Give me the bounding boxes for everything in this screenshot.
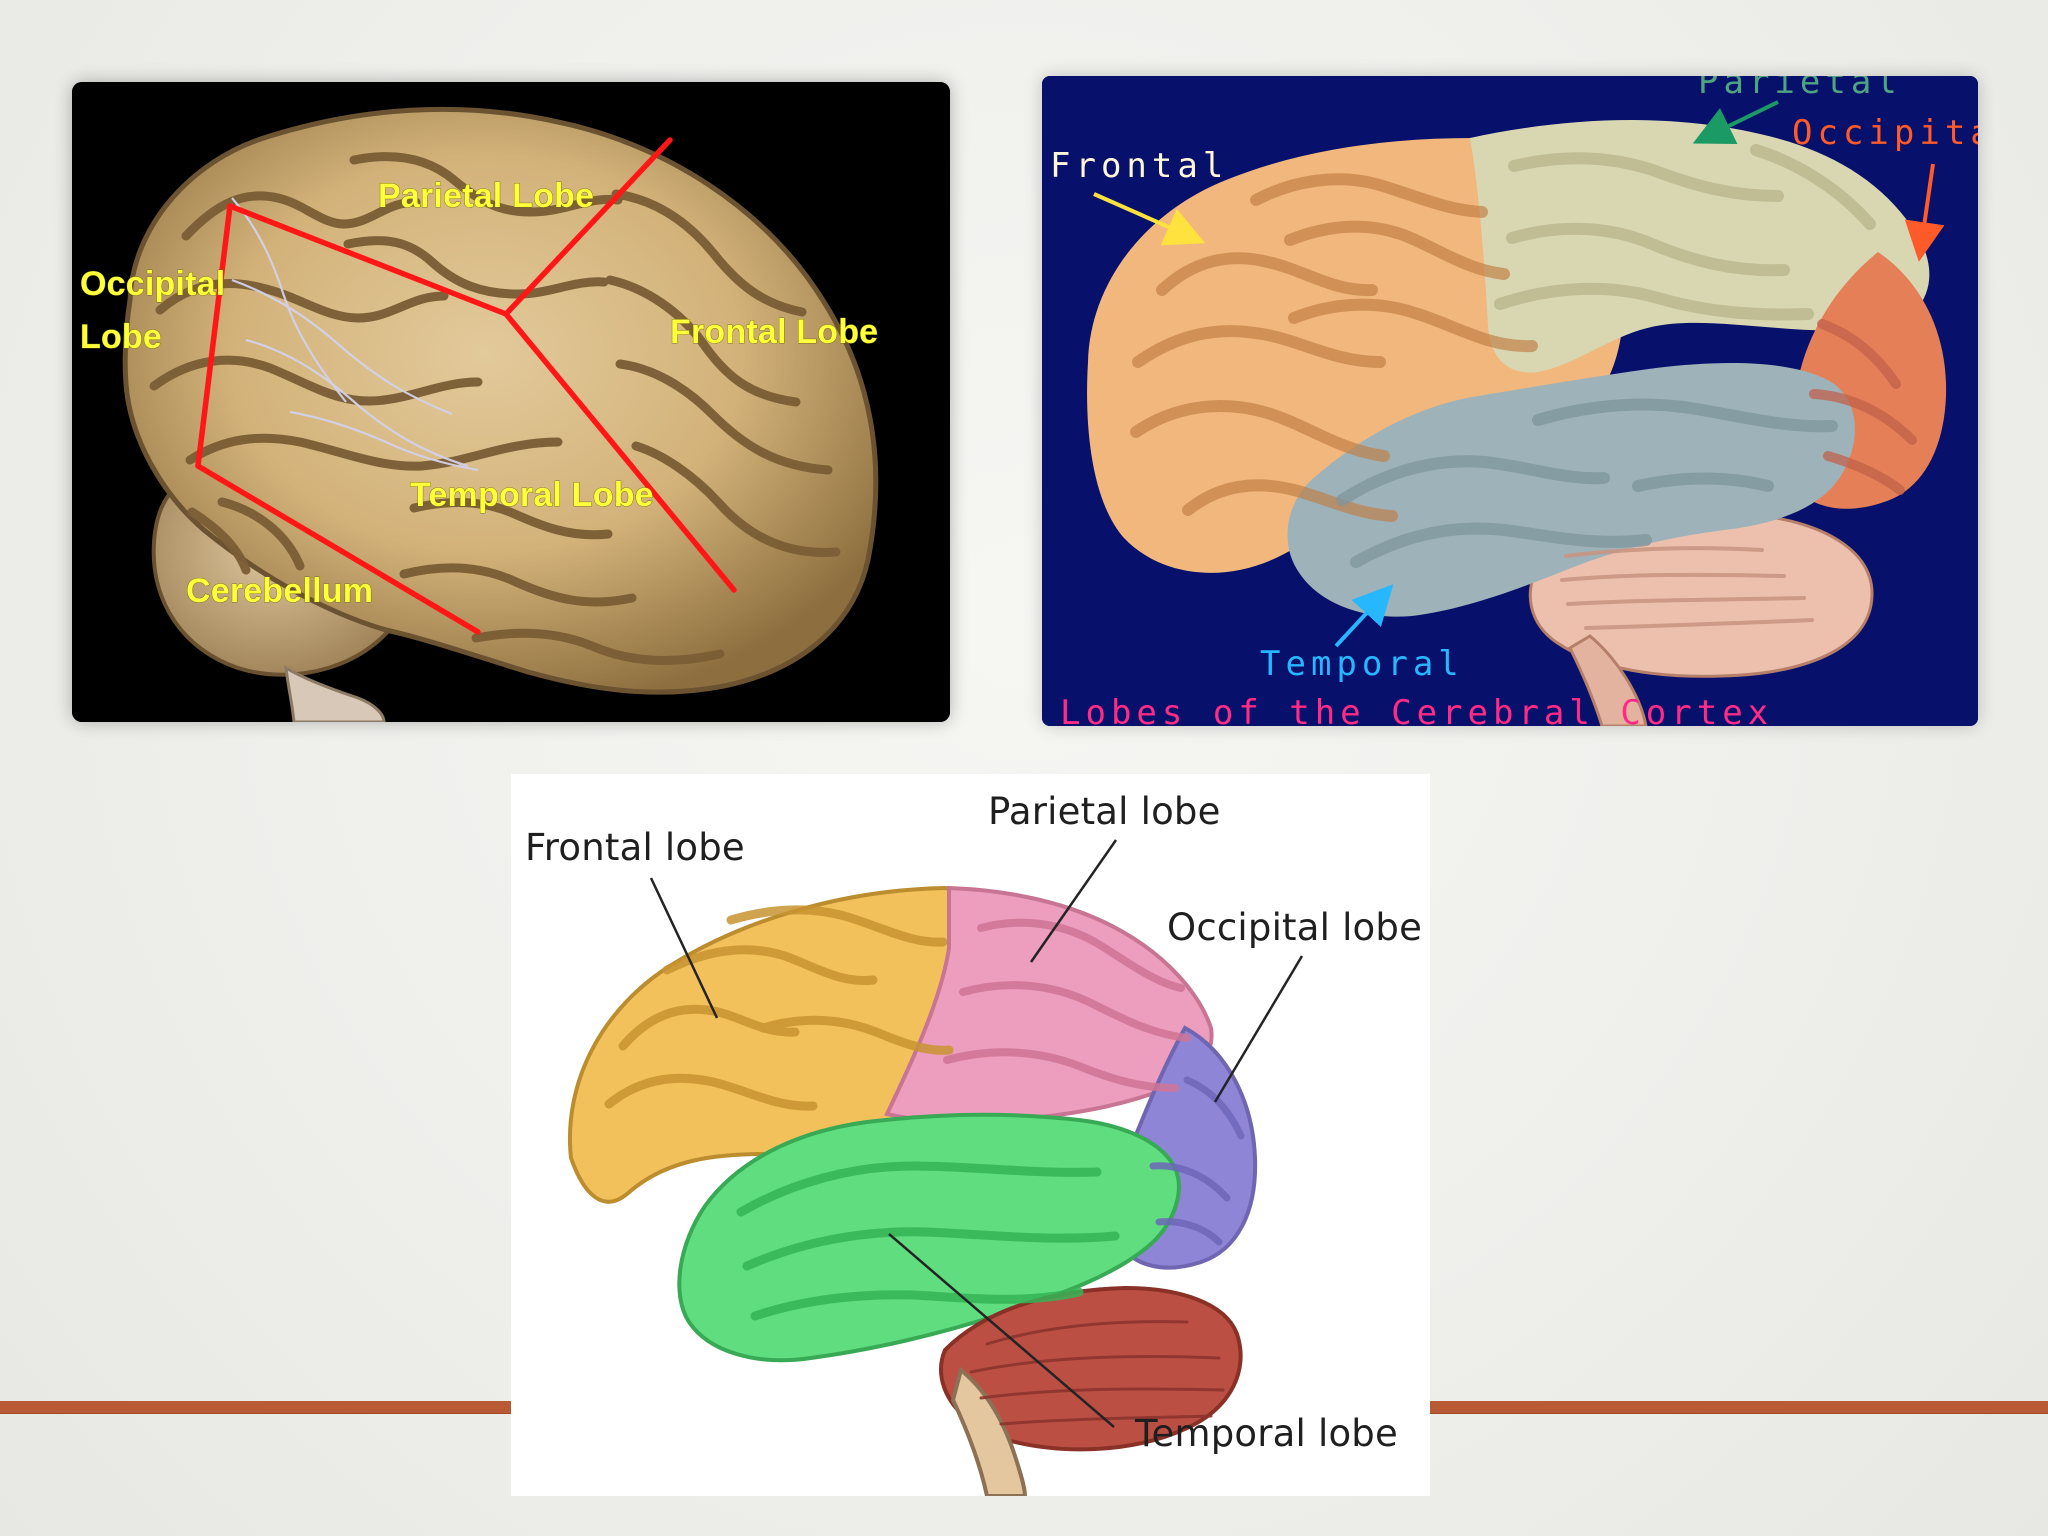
illustrated-brain-folium	[999, 1414, 1213, 1426]
colored-brain-gyrus	[1156, 252, 1378, 297]
colored-brain-folium	[1560, 572, 1786, 582]
colored-label-occipital: Occipita	[1792, 113, 1978, 153]
colored-brain-folium	[1584, 618, 1814, 630]
photo-brain-panel: Occipital Lobe Parietal Lobe Frontal Lob…	[72, 82, 950, 722]
illustrated-brain-gyrus	[742, 1227, 1120, 1271]
photo-boundary-line	[503, 137, 673, 317]
colored-brain-gyrus	[1494, 282, 1814, 321]
colored-brain-diagram: Frontal Parietal Occipita Temporal Lobes…	[1042, 76, 1978, 726]
photo-label-occipital-line-2: Lobe	[80, 318, 162, 356]
photo-gyrus	[187, 507, 251, 575]
colored-brain-folium	[1566, 596, 1806, 606]
photo-vessel	[289, 410, 479, 472]
illustrated-label-occipital: Occipital lobe	[1167, 906, 1422, 949]
colored-brain-gyrus	[1284, 220, 1510, 280]
photo-gyrus	[343, 236, 609, 299]
photo-gyrus	[217, 497, 305, 571]
photo-label-cerebellum: Cerebellum	[186, 572, 373, 610]
colored-brain-gyrus	[1132, 325, 1386, 368]
photo-gyrus	[181, 191, 421, 241]
photo-gyrus	[349, 152, 623, 217]
illustrated-label-temporal: Temporal lobe	[1134, 1412, 1398, 1455]
illustrated-brain-gyrus	[736, 1161, 1102, 1217]
illustrated-brain-gyrus	[1183, 1076, 1245, 1140]
illustrated-brain-gyrus	[604, 1073, 818, 1111]
illustrated-temporal-leader	[888, 1233, 1115, 1428]
photo-gyrus	[399, 563, 637, 607]
colored-brain-gyrus	[1288, 298, 1538, 353]
illustrated-brain-gyrus	[726, 905, 948, 947]
colored-brain-gyrus	[1130, 400, 1390, 462]
colored-brain-brainstem	[1568, 634, 1648, 726]
colored-brain-gyrus	[1508, 152, 1784, 202]
photo-vessel	[231, 197, 347, 403]
colored-brain-gyrus	[1632, 472, 1774, 492]
illustrated-label-frontal: Frontal lobe	[525, 826, 745, 869]
photo-gyrus	[631, 441, 841, 557]
photo-boundary-line	[503, 311, 737, 593]
illustrated-brain-gyrus	[959, 981, 1191, 1042]
colored-brain-gyrus	[1250, 173, 1488, 218]
photo-gyrus	[471, 628, 725, 665]
photo-brain-cortex	[122, 106, 879, 695]
photo-gyrus	[615, 359, 833, 475]
photo-vessel	[231, 278, 453, 416]
illustrated-brain-gyrus	[662, 945, 878, 986]
illustrated-brain-panel: Frontal lobe Parietal lobe Occipital lob…	[511, 774, 1430, 1496]
colored-brain-gyrus	[1532, 398, 1838, 433]
colored-brain-gyrus	[1823, 451, 1905, 495]
colored-temporal-arrow	[1334, 584, 1394, 648]
illustrated-brain-gyrus	[750, 1287, 1084, 1321]
illustrated-brain-gyrus	[977, 918, 1185, 992]
photo-label-frontal: Frontal Lobe	[670, 313, 878, 351]
colored-label-frontal: Frontal	[1050, 146, 1228, 186]
illustrated-brain-folium	[969, 1355, 1221, 1374]
photo-label-temporal: Temporal Lobe	[410, 476, 654, 514]
illustrated-brain-brainstem	[950, 1366, 1028, 1496]
illustrated-brain-folium	[979, 1387, 1225, 1400]
colored-brain-gyrus	[1350, 522, 1652, 568]
illustrated-parietal-leader	[1029, 839, 1118, 963]
illustrated-frontal-leader	[649, 877, 719, 1019]
photo-label-parietal: Parietal Lobe	[378, 177, 594, 215]
photo-vessel	[245, 338, 469, 468]
colored-brain-gyrus	[1506, 222, 1790, 277]
colored-label-temporal: Temporal	[1260, 644, 1464, 684]
illustrated-brain-parietal-region	[884, 885, 1214, 1125]
photo-boundary-line	[195, 463, 481, 635]
colored-brain-gyrus	[1809, 389, 1917, 445]
colored-brain-gyrus	[1336, 455, 1610, 506]
illustrated-brain-gyrus	[758, 1015, 954, 1055]
photo-brainstem	[284, 665, 386, 722]
photo-gyrus	[155, 278, 449, 323]
photo-gyrus	[611, 189, 807, 317]
colored-frontal-arrow	[1093, 192, 1206, 246]
illustrated-brain-gyrus	[1155, 1218, 1223, 1246]
photo-gyrus	[409, 497, 613, 540]
colored-label-parietal: Parietal	[1698, 76, 1902, 102]
photo-label-occipital-line-1: Occipital	[80, 265, 225, 303]
photo-brain-diagram: Occipital Lobe Parietal Lobe Frontal Lob…	[72, 82, 950, 722]
colored-parietal-arrow	[1692, 100, 1779, 144]
illustrated-brain-gyrus	[943, 1048, 1179, 1092]
photo-gyrus	[185, 433, 563, 471]
colored-brain-panel: Frontal Parietal Occipita Temporal Lobes…	[1042, 76, 1978, 726]
illustrated-label-parietal: Parietal lobe	[988, 790, 1221, 833]
colored-caption: Lobes of the Cerebral Cortex	[1060, 693, 1773, 726]
colored-brain-gyrus	[1817, 319, 1901, 389]
photo-boundary-line	[227, 203, 509, 317]
illustrated-brain-diagram: Frontal lobe Parietal lobe Occipital lob…	[511, 774, 1430, 1496]
illustrated-brain-gyrus	[1149, 1162, 1231, 1202]
illustrated-occipital-leader	[1213, 955, 1304, 1103]
colored-brain-folium	[1564, 546, 1764, 558]
photo-gyrus	[605, 275, 801, 407]
colored-occipital-arrow	[1904, 163, 1945, 262]
colored-brain-gyrus	[1182, 479, 1398, 522]
colored-brain-temporal-region	[1287, 363, 1855, 617]
photo-boundary-line	[195, 203, 233, 469]
colored-brain-gyrus	[1750, 144, 1876, 230]
